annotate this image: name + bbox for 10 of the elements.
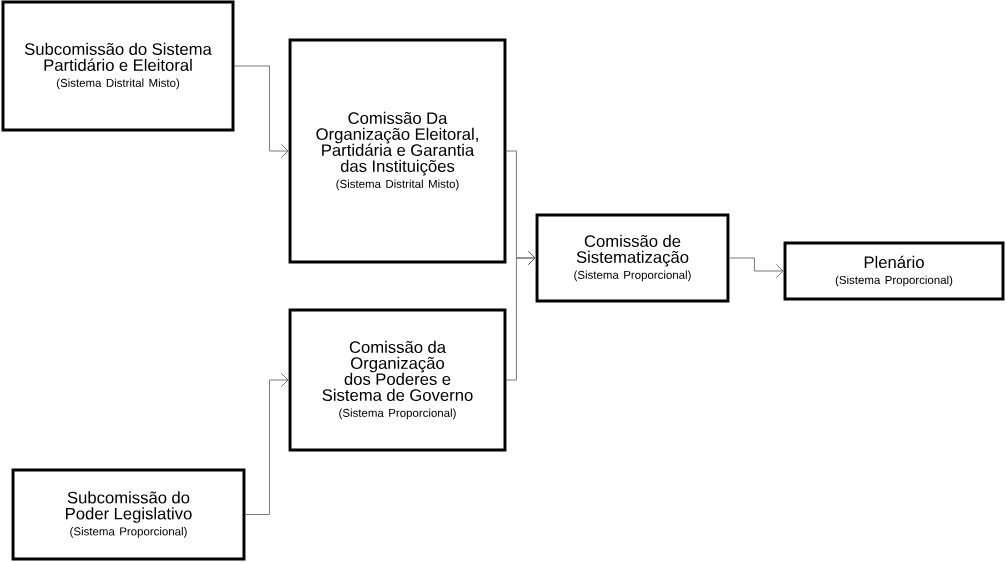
- process-box: Comissão Da Organização Eleitoral, Partidária e Garantia das Instituições (Sistema Distrital Misto): [288, 38, 507, 264]
- process-box: Plenário (Sistema Proporcional): [783, 241, 1005, 301]
- arrow: [234, 65, 289, 159]
- arrow: [506, 250, 536, 381]
- process-box: Subcomissão do Poder Legislativo (Sistema Proporcional): [11, 468, 246, 561]
- process-box: Comissão da Organização dos Poderes e Sistema de Governo (Sistema Proporcional): [288, 308, 507, 452]
- arrow: [245, 372, 289, 515]
- process-box: Subcomissão do Sistema Partidário e Eleitoral (Sistema Distrital Misto): [1, 0, 235, 132]
- arrow: [729, 257, 784, 279]
- process-box: Comissão de Sistematização (Sistema Proporcional): [535, 213, 730, 303]
